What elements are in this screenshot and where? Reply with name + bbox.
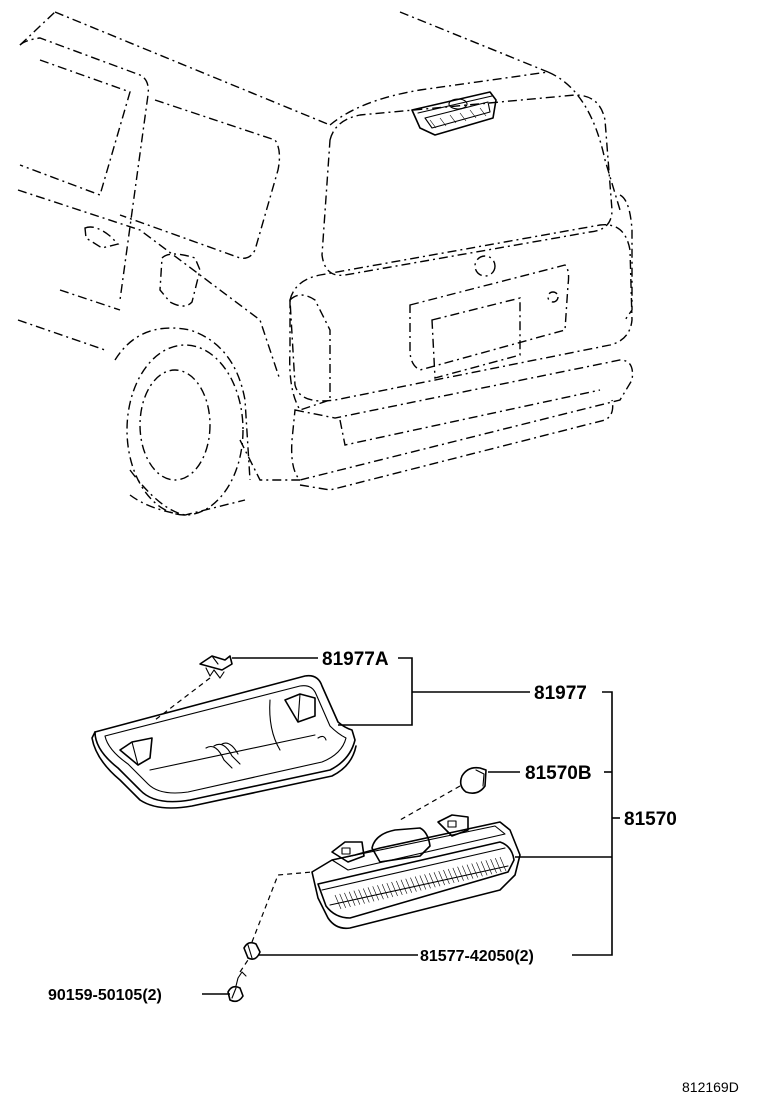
stop-lamp-assy-81570	[311, 814, 521, 930]
lens-hatch-line	[462, 865, 469, 880]
screw-90159	[227, 959, 249, 1003]
lens-hatch-line	[381, 884, 389, 899]
lens-hatch-line	[344, 892, 351, 907]
label-81570B: 81570B	[525, 763, 592, 784]
lens-hatch-line	[480, 861, 488, 876]
lens-hatch-line	[414, 876, 422, 891]
lens-hatch-line	[457, 866, 464, 881]
lens-hatch-line	[433, 872, 441, 887]
lens-hatch-line	[424, 874, 431, 889]
lens-hatch-line	[410, 877, 417, 892]
leader-lines	[202, 657, 620, 995]
lens-hatch-line	[499, 856, 507, 872]
lamp-cover-81977	[91, 674, 357, 809]
lens-hatch-line	[443, 869, 450, 885]
lens-hatch-line	[386, 882, 394, 898]
lens-hatch-line	[367, 887, 375, 902]
lens-hatch-line	[334, 894, 342, 910]
lens-hatch-line	[353, 890, 361, 905]
lens-hatch-line	[396, 880, 403, 896]
label-81977: 81977	[534, 683, 587, 704]
lens-hatch-line	[405, 878, 412, 893]
lens-hatch-line	[447, 868, 455, 884]
lens-hatch-line	[339, 893, 346, 909]
vehicle-phantom-outline	[17, 11, 634, 516]
lens-hatch-line	[377, 885, 384, 900]
lens-hatch-line	[490, 859, 497, 874]
lens-hatch-line	[466, 864, 474, 879]
lens-hatch-line	[372, 886, 379, 901]
lens-hatch-line	[485, 860, 493, 875]
lens-hatch-line	[429, 873, 436, 888]
label-81977A: 81977A	[322, 649, 389, 670]
lens-hatch-line	[419, 875, 427, 890]
bulb-81570B	[399, 766, 487, 821]
lens-hatch-line	[391, 881, 398, 897]
figure-code: 812169D	[682, 1079, 739, 1095]
lens-hatch-line	[471, 863, 478, 878]
grommet-81577	[243, 871, 313, 960]
label-81570: 81570	[624, 809, 677, 830]
label-90159-50105: 90159-50105(2)	[48, 987, 162, 1004]
vehicle-stop-lamp	[411, 91, 497, 136]
lens-hatch-line	[476, 862, 483, 877]
lens-pattern	[334, 856, 507, 910]
lens-hatch-line	[438, 870, 445, 886]
lens-hatch-line	[363, 888, 370, 903]
lens-hatch-line	[348, 891, 356, 906]
label-81577-42050: 81577-42050(2)	[420, 948, 534, 965]
lens-hatch-line	[452, 867, 460, 882]
lens-hatch-line	[495, 857, 502, 873]
lens-hatch-line	[400, 879, 408, 894]
clip-81977A	[154, 655, 233, 721]
lens-hatch-line	[358, 889, 365, 904]
